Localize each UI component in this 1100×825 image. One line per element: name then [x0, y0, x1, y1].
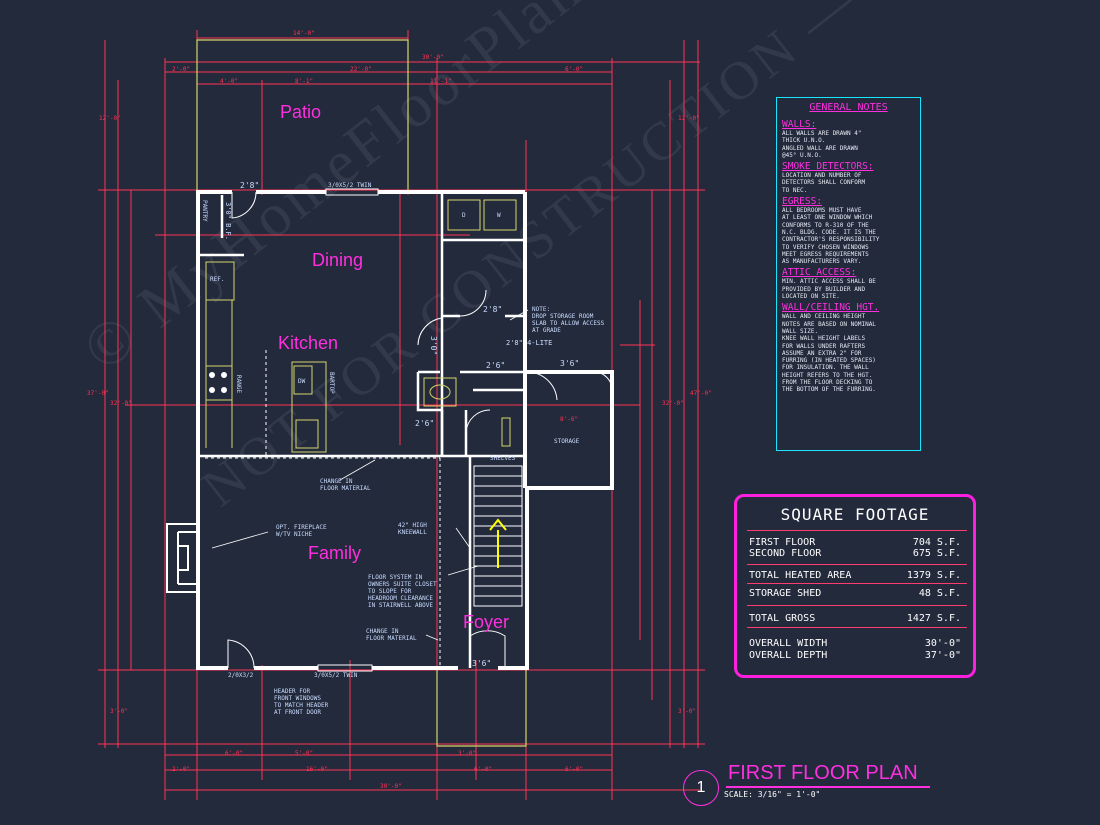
table-divider	[747, 583, 967, 584]
notes-body: LOCATION AND NUMBER OF DETECTORS SHALL C…	[782, 172, 866, 194]
note-header: HEADER FOR FRONT WINDOWS TO MATCH HEADER…	[274, 688, 329, 716]
door-label: 3'0" B.F.	[224, 202, 232, 240]
appliance-label-ref: REF.	[210, 276, 225, 283]
dimension-text: 3'-0"	[458, 750, 477, 757]
door-label: 2'8"	[240, 181, 260, 190]
notes-body: ALL BEDROOMS MUST HAVE AT LEAST ONE WIND…	[782, 207, 880, 266]
door-label: 2'8" 4-LITE	[506, 339, 553, 347]
general-notes-panel: GENERAL NOTES WALLS: ALL WALLS ARE DRAWN…	[776, 97, 921, 451]
dimension-text: 3'-0"	[678, 708, 697, 715]
dimension-text: 47'-0"	[690, 390, 712, 397]
shelves-label: SHELVES	[490, 455, 516, 462]
dryer-label: D	[462, 212, 466, 219]
table-divider	[747, 564, 967, 565]
door-label: 2'6"	[415, 419, 435, 428]
dimension-text: 8'-1"	[295, 78, 314, 85]
storage-label: STORAGE	[554, 438, 580, 445]
pantry-label: PANTRY	[201, 200, 208, 222]
floor-material-lines	[205, 350, 441, 668]
dimension-text: 32'-0"	[110, 400, 132, 407]
notes-body: WALL AND CEILING HEIGHT NOTES ARE BASED …	[782, 313, 876, 394]
note-fireplace: OPT. FIREPLACE W/TV NICHE	[276, 524, 327, 538]
dimension-text: 37'-0"	[87, 390, 109, 397]
note-floor-change-foyer: CHANGE IN FLOOR MATERIAL	[366, 628, 417, 642]
notes-body: MIN. ATTIC ACCESS SHALL BE PROVIDED BY B…	[782, 278, 876, 301]
dimension-text: 11'-1"	[430, 78, 452, 85]
dimension-text: 8'-6"	[560, 416, 579, 423]
dimension-text: 3'-0"	[110, 708, 129, 715]
door-label: 3'0"	[429, 336, 438, 356]
drawing-scale: SCALE: 3/16" = 1'-0"	[724, 790, 821, 799]
dimension-text: 5'-0"	[295, 750, 314, 757]
range-burners	[209, 372, 227, 393]
table-divider	[747, 530, 967, 531]
washer-label: W	[497, 212, 501, 219]
dimension-text: 6'-0"	[474, 766, 493, 773]
dimension-text: 2'-0"	[172, 766, 191, 773]
notes-heading: WALLS:	[782, 119, 817, 130]
window-label: 3/0X5/2 TWIN	[314, 672, 358, 679]
table-divider	[747, 605, 967, 606]
dimension-text: 22'-0"	[350, 66, 372, 73]
notes-heading: SMOKE DETECTORS:	[782, 161, 874, 173]
window-label: 2/0X3/2	[228, 672, 254, 679]
note-floor-system: FLOOR SYSTEM IN OWNERS SUITE CLOSET TO S…	[368, 574, 437, 609]
dimension-text: 30'-0"	[380, 783, 402, 790]
notes-body: ALL WALLS ARE DRAWN 4" THICK U.N.O. ANGL…	[782, 130, 862, 159]
general-notes-title: GENERAL NOTES	[809, 102, 888, 113]
door-label: 3'6"	[472, 659, 492, 668]
title-underline	[726, 786, 930, 788]
bartop-label: BARTOP	[328, 372, 335, 394]
dimension-text: 16'-0"	[306, 766, 328, 773]
fireplace	[166, 523, 198, 593]
dimension-text: 6'-0"	[225, 750, 244, 757]
kitchen-cabinetry	[205, 199, 517, 453]
dimension-text: 6'-0"	[565, 66, 584, 73]
dimension-text: 12'-0"	[678, 115, 700, 122]
door-label: 3'6"	[560, 359, 580, 368]
appliance-label-range: RANGE	[235, 375, 242, 394]
door-label: 2'6"	[486, 361, 506, 370]
room-label-foyer: Foyer	[463, 612, 510, 632]
dimension-text: 6'-0"	[565, 766, 584, 773]
dimension-text: 4'-0"	[220, 78, 239, 85]
appliance-label-dw: DW	[298, 378, 306, 385]
interior-walls	[198, 192, 525, 668]
note-kneewall: 42" HIGH KNEEWALL	[398, 522, 427, 536]
room-label-kitchen: Kitchen	[278, 333, 339, 353]
windows	[317, 188, 379, 672]
view-number-circle: 1	[683, 770, 719, 806]
notes-heading: EGRESS:	[782, 196, 823, 208]
dimension-text: 12'-0"	[99, 115, 121, 122]
notes-heading: ATTIC ACCESS:	[782, 267, 857, 279]
dimension-text: 32'-0"	[662, 400, 684, 407]
notes-heading: WALL/CEILING HGT.	[782, 302, 880, 314]
window-label: 3/0X5/2 TWIN	[328, 182, 372, 189]
note-floor-change: CHANGE IN FLOOR MATERIAL	[320, 478, 371, 492]
door-label: 2'8"	[483, 305, 503, 314]
room-label-dining: Dining	[312, 250, 364, 270]
square-footage-title: SQUARE FOOTAGE	[780, 505, 930, 524]
dimension-text: 2'-0"	[172, 66, 191, 73]
dimension-text: 30'-0"	[422, 54, 444, 61]
dimension-text: 14'-0"	[293, 30, 315, 37]
room-label-family: Family	[308, 543, 361, 563]
note-leaders	[211, 309, 529, 641]
note-storage-slab: NOTE: DROP STORAGE ROOM SLAB TO ALLOW AC…	[532, 306, 605, 334]
stairs	[473, 465, 523, 607]
door-swings	[227, 191, 613, 669]
drawing-title: FIRST FLOOR PLAN	[728, 762, 918, 784]
table-divider	[747, 627, 967, 628]
room-label-patio: Patio	[280, 102, 322, 122]
